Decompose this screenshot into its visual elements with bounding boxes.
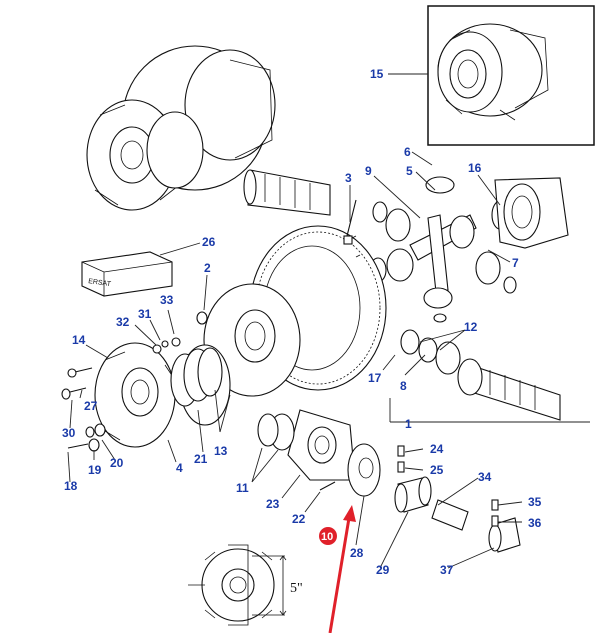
callout-29: 29 (376, 563, 390, 577)
callout-2: 2 (204, 261, 211, 275)
coupling-37 (488, 517, 521, 553)
callout-30: 30 (62, 426, 76, 440)
callout-7: 7 (512, 256, 519, 270)
callout-27: 27 (84, 399, 98, 413)
callout-8: 8 (400, 379, 407, 393)
callout-24: 24 (430, 442, 444, 456)
red-pointer-arrow (328, 505, 356, 633)
sleeve-29 (394, 476, 432, 513)
splined-shaft-34 (431, 499, 469, 531)
shim-28 (347, 443, 381, 497)
callout-14: 14 (72, 333, 86, 347)
callout-11: 11 (236, 481, 249, 495)
bearing-carrier-23 (257, 409, 356, 491)
callout-34: 34 (478, 470, 492, 484)
spider-gear-cluster (369, 176, 569, 323)
callout-28: 28 (350, 546, 364, 560)
callout-25: 25 (430, 463, 444, 477)
dimension-label: 5" (290, 581, 303, 596)
callout-10: 10 (321, 531, 333, 543)
callout-32: 32 (116, 315, 130, 329)
callout-21: 21 (194, 452, 208, 466)
callout-22: 22 (292, 512, 306, 526)
callout-3: 3 (345, 171, 352, 185)
callout-labels: 15 6 5 9 16 3 26 2 33 31 32 14 7 12 17 8… (62, 67, 542, 577)
callout-6: 6 (404, 145, 411, 159)
callout-26: 26 (202, 235, 216, 249)
callout-31: 31 (138, 307, 152, 321)
flange-cover-4 (94, 342, 176, 448)
pinion-shaft (400, 329, 561, 421)
callout-4: 4 (176, 461, 183, 475)
callout-1: 1 (405, 417, 412, 431)
leader-lines (67, 73, 590, 569)
fasteners-left (61, 311, 208, 452)
callout-9: 9 (365, 164, 372, 178)
callout-36: 36 (528, 516, 542, 530)
bottom-detail-view: 5" (188, 544, 303, 626)
callout-12: 12 (464, 320, 478, 334)
package-logo-text: ERSAT (88, 278, 112, 288)
callout-35: 35 (528, 495, 542, 509)
callout-19: 19 (88, 463, 102, 477)
callout-15: 15 (370, 67, 384, 81)
bolt-3 (343, 199, 357, 245)
callout-37: 37 (440, 563, 454, 577)
callout-17: 17 (368, 371, 382, 385)
inset-box-housing (427, 5, 595, 146)
callout-33: 33 (160, 293, 174, 307)
highlight-circle (319, 527, 337, 545)
callout-20: 20 (110, 456, 124, 470)
callout-18: 18 (64, 479, 78, 493)
parts-package-26: ERSAT (81, 251, 173, 297)
callout-23: 23 (266, 497, 280, 511)
pins-24-25-35-36 (397, 445, 499, 527)
callout-16: 16 (468, 161, 482, 175)
callout-13: 13 (214, 444, 228, 458)
taper-bearing-13 (170, 347, 223, 407)
callout-5: 5 (406, 164, 413, 178)
upper-differential-assembly (86, 45, 331, 216)
